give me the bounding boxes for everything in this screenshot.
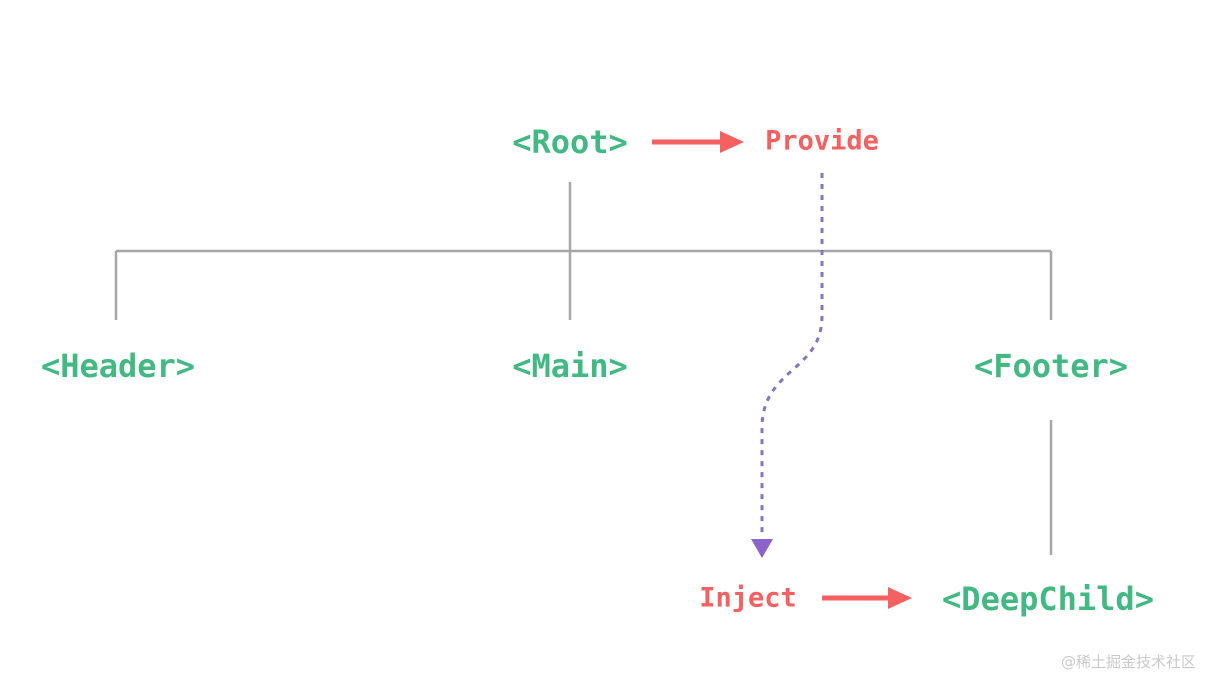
component-tree-lines xyxy=(114,182,1053,555)
footer-node-label: <Footer> xyxy=(973,347,1129,385)
watermark-text: @稀土掘金技术社区 xyxy=(1060,653,1196,671)
header-node-label: <Header> xyxy=(40,347,196,385)
provide-to-inject-dashed-arrow xyxy=(760,173,824,538)
main-node-label: <Main> xyxy=(512,347,628,385)
inject-to-deepchild-arrow xyxy=(822,587,912,609)
root-to-provide-arrow xyxy=(652,131,744,153)
deepchild-node-label: <DeepChild> xyxy=(942,580,1154,618)
inject-annotation-label: Inject xyxy=(699,582,797,614)
down-arrowhead-icon xyxy=(751,539,773,558)
root-node-label: <Root> xyxy=(512,123,628,161)
provide-annotation-label: Provide xyxy=(765,125,879,157)
